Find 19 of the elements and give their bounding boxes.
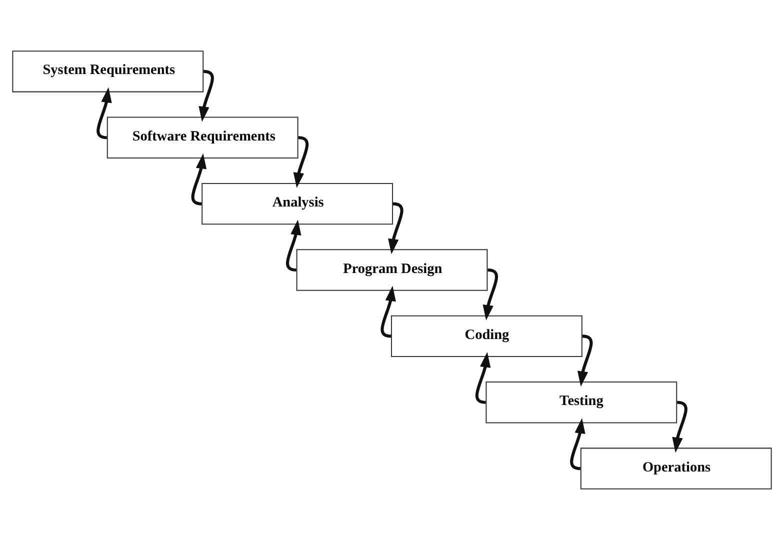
arrow [286,219,302,272]
arrow [191,152,207,205]
node-box: Operations [580,447,772,489]
node-box: Program Design [296,248,488,290]
node-box: Testing [486,381,678,423]
arrow [380,285,396,338]
node-box: System Requirements [12,50,204,92]
node-box: Analysis [202,182,394,224]
arrow [293,136,309,188]
arrow [570,418,586,470]
node-box: Coding [390,314,582,357]
arrow [96,86,112,139]
arrow [198,69,214,122]
node-box: Software Requirements [106,116,298,158]
arrow [475,351,491,404]
arrow [482,268,498,320]
arrow [388,202,404,254]
arrow [672,400,688,452]
arrow [577,334,593,386]
